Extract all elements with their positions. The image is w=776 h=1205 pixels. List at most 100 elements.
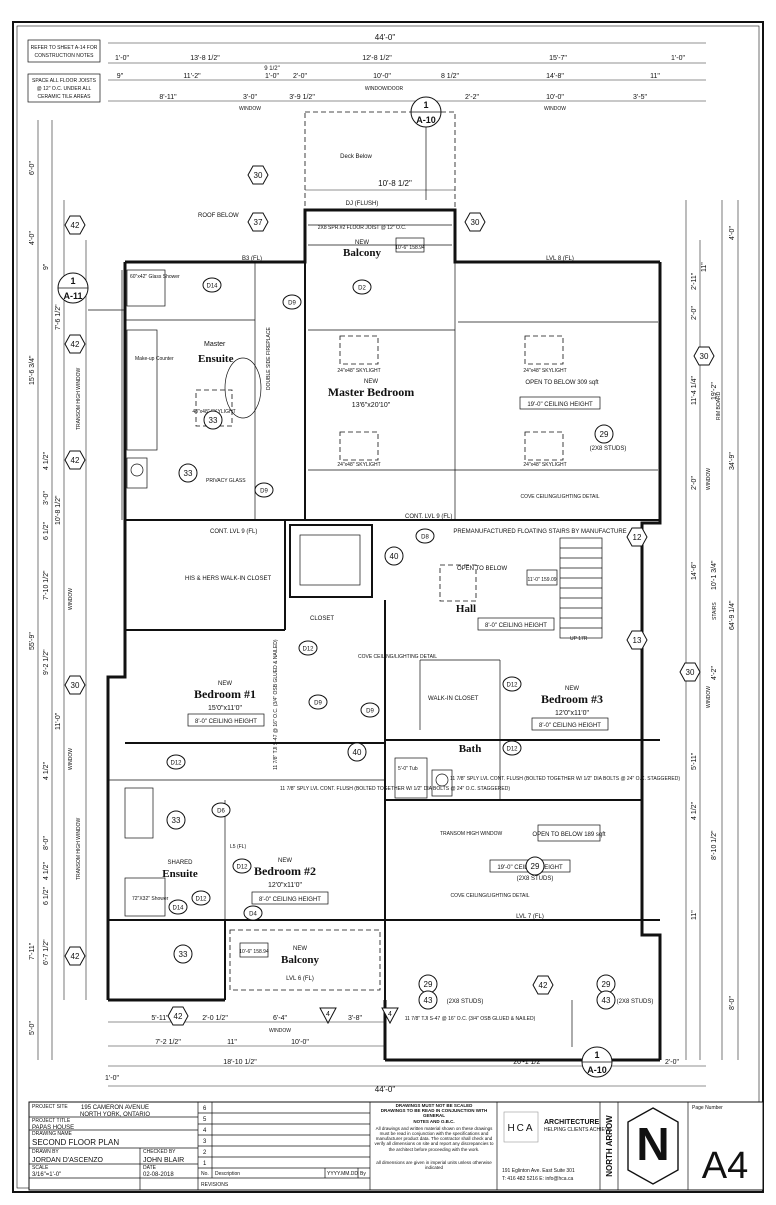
door-tag-4: D8 (421, 535, 429, 541)
label-ensuite-top-pre: Master (204, 341, 226, 348)
label-lvl7: LVL 7 (FL) (516, 914, 544, 920)
label-cove-bot: COVE CEILING/LIGHTING DETAIL (450, 893, 529, 899)
label-lvl8: LVL 8 (FL) (546, 256, 574, 262)
notes-box-refer: REFER TO SHEET A-14 FOR CONSTRUCTION NOT… (27, 39, 101, 63)
dim-right-0: 4'-0" (729, 226, 736, 240)
callout-17: 33 (172, 816, 181, 825)
label-rim-board: RIM BOARD (716, 391, 722, 420)
label-lvl9-left: CONT. LVL 9 (FL) (210, 529, 257, 535)
callout-15: 33 (209, 416, 218, 425)
label-l5: L5 (FL) (230, 844, 246, 850)
dim-bot-r1-1: 2'-0 1/2" (202, 1015, 228, 1022)
dim-left-5: 4 1/2" (43, 451, 50, 470)
note-refer-line-2: CONSTRUCTION NOTES (35, 53, 95, 59)
north-letter: N (636, 1118, 669, 1170)
label-lvl-balcony-bot: 10'-6" 158.94 (239, 949, 269, 955)
dim-bot-r1-0: 5'-11" (151, 1015, 169, 1022)
callout-4: 42 (71, 340, 80, 349)
label-lvl6: LVL 6 (FL) (286, 976, 314, 982)
dim-top-r3-1: 3'-0" (243, 94, 257, 101)
dim-top-r2-2: 1'-0" (265, 73, 279, 80)
door-tag-9: D12 (506, 747, 518, 753)
label-lvl-balcony-top: 10'-6" 158.94 (395, 245, 425, 251)
callout-3: 30 (471, 218, 480, 227)
door-tag-12: D12 (236, 865, 248, 871)
side-label-window-right-1: WINDOW (706, 468, 712, 490)
section-bottom-num: 1 (594, 1050, 599, 1060)
label-privacy-glass: PRIVACY GLASS (206, 478, 246, 484)
label-joist-top: 2X8 SPR.#2 FLOOR JOIST @ 12" O.C. (318, 225, 406, 231)
balcony-bottom-outline (229, 929, 381, 991)
callout-5: 42 (71, 456, 80, 465)
notes-box-joists: SPACE ALL FLOOR JOISTS @ 12" O.C. UNDER … (27, 73, 101, 103)
section-mark-top: 1 A-10 (410, 96, 442, 200)
callout-27: 4 (388, 1011, 392, 1018)
label-bed2-pre: NEW (278, 858, 292, 864)
label-skylight-4: 24"x48" SKYLIGHT (523, 462, 566, 468)
dim-top-r2-6: 14'-8" (546, 73, 564, 80)
dim-top-r1-1: 13'-8 1/2" (190, 55, 220, 62)
label-lvl-stair: 11'-0" 159.09 (527, 577, 556, 583)
door-tag-11: D6 (217, 809, 225, 815)
skylight-right-1 (524, 335, 564, 365)
tb-notes-head-1: DRAWINGS MUST NOT BE SCALED (395, 1103, 473, 1108)
dim-top-r1-4: 1'-0" (671, 55, 685, 62)
note-joists-line-1: SPACE ALL FLOOR JOISTS (32, 78, 97, 84)
callout-25: 42 (539, 981, 548, 990)
dim-top-r3-5: 3'-5" (633, 94, 647, 101)
dim-right-2: 2'-11" (691, 272, 698, 290)
stairs (559, 537, 603, 639)
callout-1: 42 (71, 221, 80, 230)
tb-rev-head-no: No. (201, 1171, 209, 1177)
dim-left-1: 4'-0" (29, 231, 36, 245)
dim-right-8: 14'-6" (691, 562, 698, 580)
section-top-num: 1 (423, 100, 428, 110)
dim-top-r2-4: 10'-0" (373, 73, 391, 80)
label-joist-bed1: 11 7/8" TJI S-47 @ 16" O.C. (3/4" OSB GL… (273, 639, 279, 770)
label-walkin2: WALK-IN CLOSET (428, 696, 479, 702)
callout-26: 4 (326, 1011, 330, 1018)
room-bed3-size: 12'0"x11'0" (555, 710, 589, 717)
callout-6: 30 (700, 352, 709, 361)
tb-page-label: Page Number (692, 1105, 723, 1111)
room-bed1-size: 15'0"x11'0" (208, 705, 242, 712)
tb-address-line-1: 195 CAMERON AVENUE (81, 1105, 149, 1111)
tb-revisions: REVISIONS (201, 1182, 229, 1188)
tb-rev-row-4: 4 (203, 1128, 207, 1134)
dimensions-bottom: 5'-11" 2'-0 1/2" 6'-4" 3'-8" WINDOW 7'-2… (105, 1015, 706, 1094)
room-balcony-top: Balcony (343, 247, 381, 259)
callout-24: 43 (602, 996, 611, 1005)
tb-notes: DRAWINGS MUST NOT BE SCALED DRAWINGS TO … (374, 1103, 493, 1170)
dim-right-16: 8'-0" (729, 996, 736, 1010)
dimensions-top: 44'-0" 1'-0" 13'-8 1/2" 12'-8 1/2" 15'-7… (108, 33, 706, 112)
dim-top-r3-4: 10'-0" (546, 94, 564, 101)
skylight-master-1 (339, 335, 379, 365)
dim-right-6: 2'-0" (691, 476, 698, 490)
dim-left-18: 7'-11" (29, 942, 36, 960)
dim-top-r3-3: 2'-2" (465, 94, 479, 101)
dim-bot-window: WINDOW (269, 1028, 291, 1034)
room-bedroom-2: Bedroom #2 (254, 864, 316, 878)
door-tag-13: D4 (249, 912, 257, 918)
tb-rev-row-5: 5 (203, 1117, 207, 1123)
tb-rev-row-2: 2 (203, 1150, 207, 1156)
dim-right-3: 2'-0" (691, 306, 698, 320)
dim-left-7: 3'-0" (43, 491, 50, 505)
label-skylight-1: 24"x48" SKYLIGHT (337, 368, 380, 374)
label-deck-below: Deck Below (340, 154, 372, 160)
section-mark-left: 1 A-11 (57, 272, 125, 311)
label-joist-bot: 11 7/8" TJI S-47 @ 16" O.C. (3/4" OSB GL… (405, 1016, 536, 1022)
dim-right-14: 8'-10 1/2" (711, 830, 718, 860)
tb-scale: 3/16"=1'-0" (32, 1172, 61, 1178)
label-ceiling-8-bed3: 8'-0" CEILING HEIGHT (539, 723, 601, 729)
skylight-hall (439, 564, 477, 602)
label-up: UP 17R (570, 636, 588, 642)
door-tag-15: D12 (195, 897, 207, 903)
label-studs-mid: (2X8 STUDS) (517, 876, 554, 882)
dim-left-2: 9" (43, 263, 50, 270)
firm-address: 191 Eglinton Ave. East Suite 301 (502, 1168, 575, 1174)
label-closet: CLOSET (310, 616, 334, 622)
sink-shared (124, 787, 154, 839)
tb-page-number: A4 (702, 1145, 748, 1187)
north-arrow-icon: N (627, 1107, 679, 1185)
